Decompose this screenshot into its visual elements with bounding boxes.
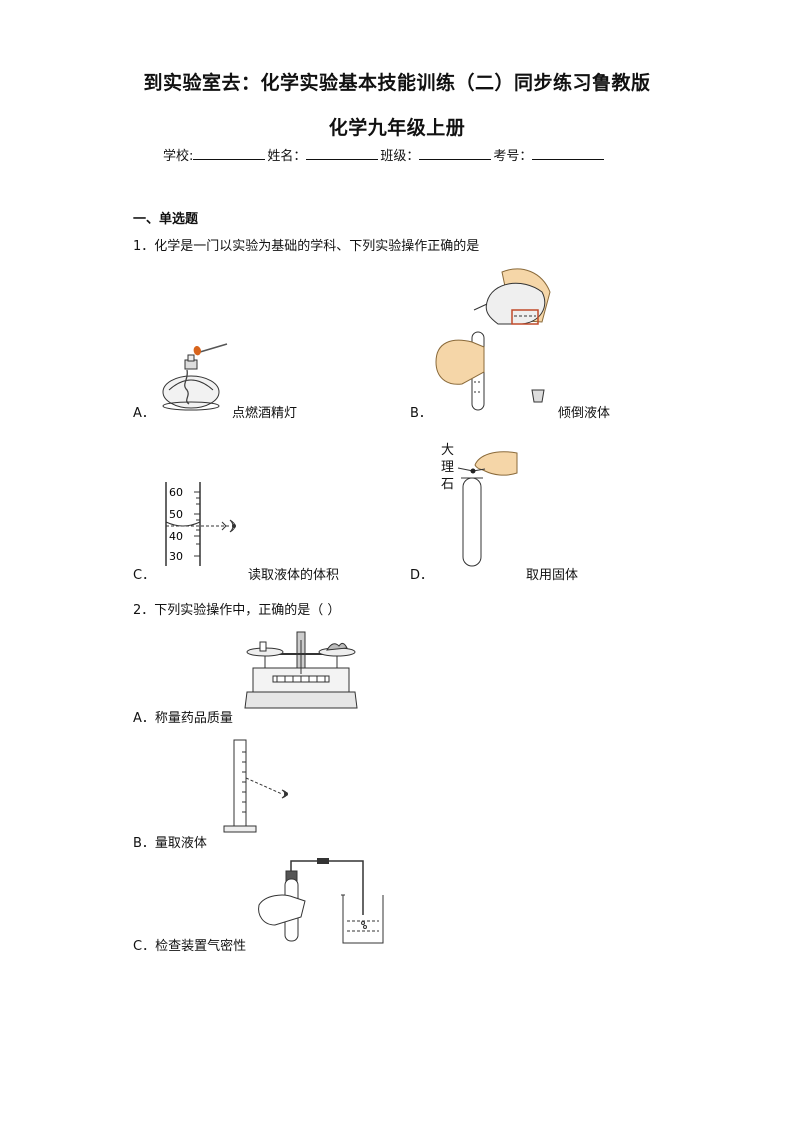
q1-stem: 1．化学是一门以实验为基础的学科、下列实验操作正确的是 bbox=[133, 239, 480, 254]
q1-option-b-caption: 倾倒液体 bbox=[558, 406, 611, 421]
marble-label-char-3: 石 bbox=[441, 477, 455, 492]
solid-into-tube-figure bbox=[457, 451, 518, 567]
section-heading: 一、单选题 bbox=[133, 212, 199, 227]
q2-option-c[interactable]: C．检查装置气密性 bbox=[133, 939, 247, 954]
school-blank[interactable] bbox=[193, 146, 266, 160]
doc-title-line1: 到实验室去：化学实验基本技能训练（二）同步练习鲁教版 bbox=[143, 72, 651, 94]
name-blank[interactable] bbox=[306, 146, 379, 160]
cyl-tick-50: 50 bbox=[169, 508, 183, 521]
cyl-tick-40: 40 bbox=[169, 530, 183, 543]
class-blank[interactable] bbox=[419, 146, 492, 160]
q1-option-d-caption: 取用固体 bbox=[526, 568, 579, 583]
school-label: 学校: bbox=[163, 149, 194, 164]
q2-option-b[interactable]: B．量取液体 bbox=[133, 836, 207, 851]
q1-option-a-letter[interactable]: A． bbox=[133, 406, 155, 421]
graduated-cylinder-figure bbox=[223, 739, 288, 833]
marble-label-char-1: 大 bbox=[441, 443, 455, 458]
airtightness-check-figure bbox=[258, 858, 384, 944]
marble-label-char-2: 理 bbox=[441, 460, 455, 475]
exam-no-label: 考号： bbox=[493, 149, 533, 164]
q2-stem: 2．下列实验操作中，正确的是（ ） bbox=[133, 603, 341, 618]
q1-option-c-caption: 读取液体的体积 bbox=[248, 568, 340, 583]
q1-option-c-letter[interactable]: C． bbox=[133, 568, 156, 583]
alcohol-lamp-figure bbox=[162, 343, 228, 411]
q1-option-a-caption: 点燃酒精灯 bbox=[232, 406, 298, 421]
q2-option-a[interactable]: A．称量药品质量 bbox=[133, 711, 233, 726]
doc-title-line2: 化学九年级上册 bbox=[328, 117, 466, 139]
class-label: 班级： bbox=[380, 149, 420, 164]
student-info-line: 学校: 姓名： 班级： 考号： bbox=[163, 145, 606, 164]
q1-option-d-letter[interactable]: D． bbox=[410, 568, 434, 583]
measuring-cylinder-reading-figure: 60 50 40 30 bbox=[165, 482, 236, 566]
name-label: 姓名： bbox=[267, 149, 307, 164]
cyl-tick-60: 60 bbox=[169, 486, 183, 499]
cyl-tick-30: 30 bbox=[169, 550, 183, 563]
pouring-liquid-figure bbox=[435, 268, 551, 411]
q1-option-b-letter[interactable]: B． bbox=[410, 406, 432, 421]
marble-label: 大 理 石 bbox=[441, 442, 454, 493]
balance-scale-figure bbox=[244, 631, 358, 709]
exam-no-blank[interactable] bbox=[532, 146, 605, 160]
